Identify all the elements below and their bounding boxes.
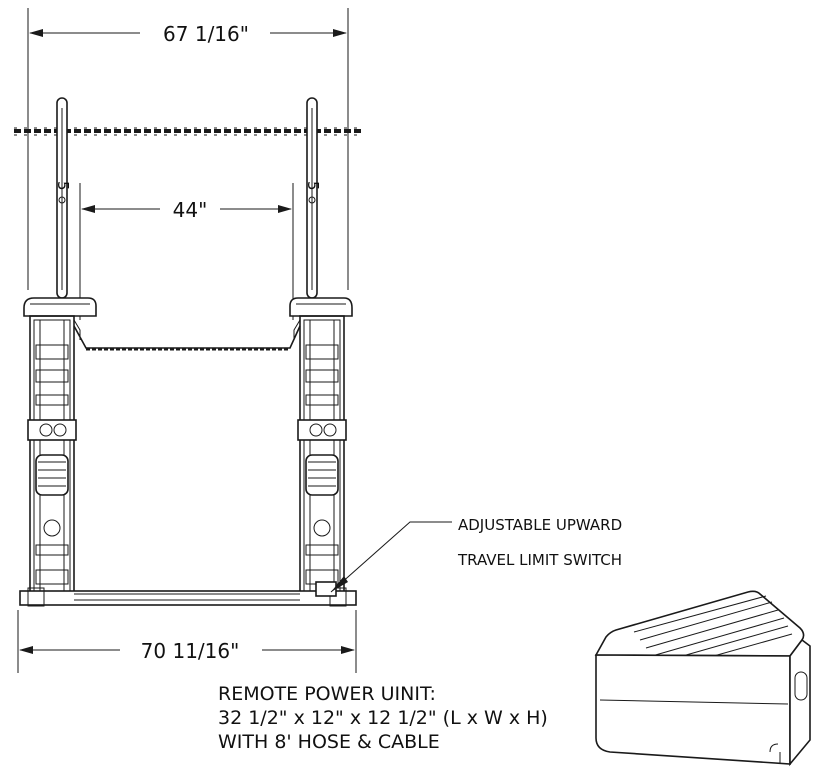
base-frame <box>19 581 357 607</box>
platform-deck <box>73 325 301 351</box>
power-unit-line-3: WITH 8' HOSE & CABLE <box>218 731 440 753</box>
callout-line-2: TRAVEL LIMIT SWITCH <box>457 551 622 569</box>
power-unit-line-2: 32 1/2" x 12" x 12 1/2" (L x W x H) <box>218 707 548 729</box>
callout-line-1: ADJUSTABLE UPWARD <box>458 516 622 534</box>
top-width-label: 67 1/16" <box>163 22 249 46</box>
inner-width-label: 44" <box>173 198 208 222</box>
power-unit-note: REMOTE POWER UINIT: 32 1/2" x 12" x 12 1… <box>218 683 548 753</box>
limit-switch-callout: ADJUSTABLE UPWARD TRAVEL LIMIT SWITCH <box>330 516 622 593</box>
right-guard-post: 5 <box>304 97 322 299</box>
remote-power-unit <box>594 590 811 767</box>
left-post-marking: 5 <box>54 181 72 191</box>
power-unit-line-1: REMOTE POWER UINIT: <box>218 683 436 705</box>
top-width-dimension: 67 1/16" <box>27 8 349 290</box>
safety-chain <box>14 127 364 136</box>
left-guard-post: 5 <box>54 97 72 299</box>
bottom-width-label: 70 11/16" <box>141 639 240 663</box>
bottom-width-dimension: 70 11/16" <box>17 610 357 673</box>
inner-width-dimension: 44" <box>79 183 294 320</box>
left-column <box>23 297 97 601</box>
right-column <box>289 297 353 601</box>
right-post-marking: 5 <box>304 181 322 191</box>
